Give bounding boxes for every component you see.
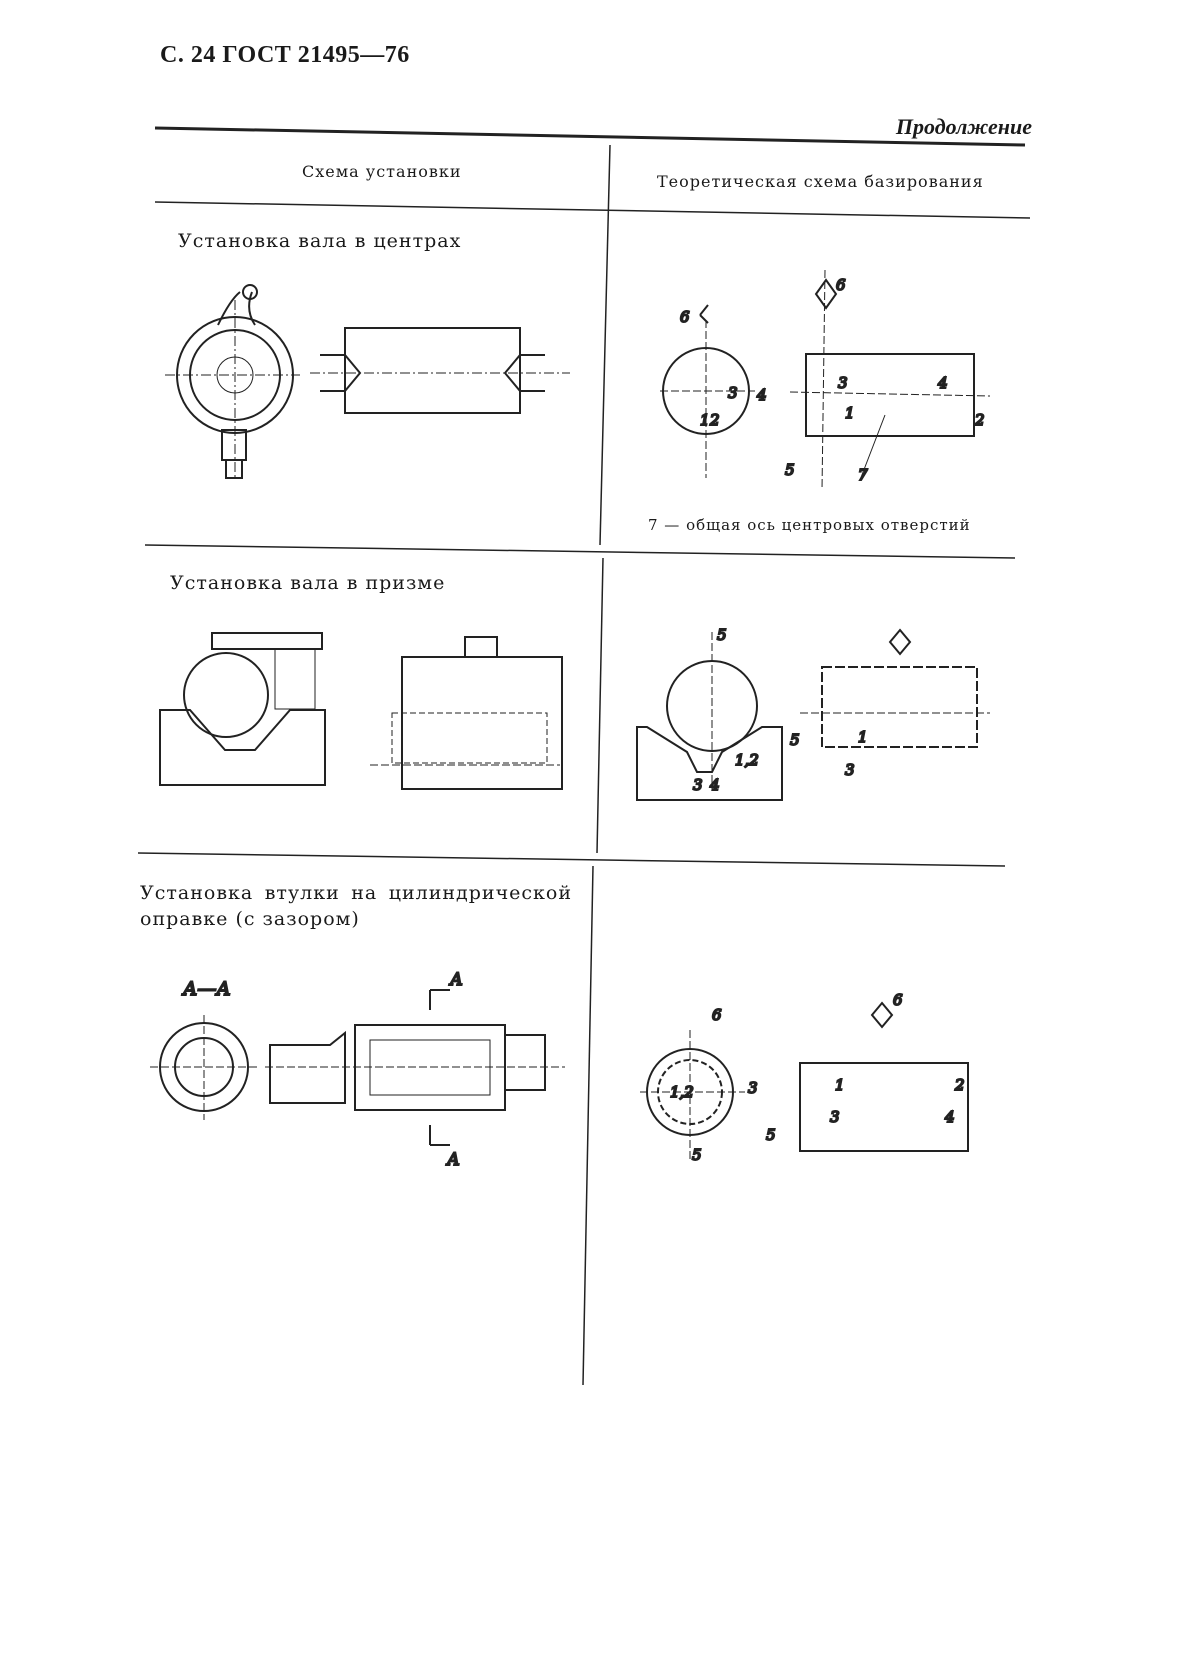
drawing-bushing-on-mandrel: А—А А А [150, 969, 565, 1171]
drawing-shaft-in-centers [165, 284, 570, 480]
label: 1 [700, 411, 710, 429]
label: 1 [858, 728, 868, 746]
label: 6 [893, 991, 903, 1009]
column-header-setup-scheme: Схема установки [302, 162, 462, 181]
table-rules [137, 126, 1031, 1386]
label: 6 [680, 308, 690, 326]
label: 5 [717, 626, 727, 644]
label: 4 [944, 1108, 955, 1126]
label: 6 [836, 276, 846, 294]
row-title-mandrel: Установка втулки на цилиндрической оправ… [140, 882, 572, 930]
row-title-centers: Установка вала в центрах [178, 230, 462, 252]
label: 1 [845, 404, 855, 422]
label: 3 [728, 384, 738, 402]
drawing-basing-prism: 5 1,2 3 4 5 1 3 [636, 625, 990, 801]
label: 4 [937, 374, 948, 392]
label: 3 [838, 374, 848, 392]
label: 5 [766, 1126, 776, 1144]
drawing-shaft-in-prism [159, 632, 563, 790]
continuation-label: Продолжение [895, 114, 1032, 139]
label: 5 [785, 461, 795, 479]
label: 4 [709, 776, 720, 794]
label: 7 [858, 466, 868, 484]
label: 1,2 [735, 751, 759, 769]
label: 5 [692, 1146, 702, 1164]
label: 2 [954, 1076, 965, 1094]
caption-axis-note: 7 — общая ось центровых отверстий [648, 516, 971, 534]
label: 3 [693, 776, 703, 794]
label: 6 [712, 1006, 722, 1024]
drawing-basing-centers: 6 3 4 1 2 6 3 1 4 2 5 7 [660, 269, 991, 491]
label: 3 [845, 761, 855, 779]
label: 1 [835, 1076, 845, 1094]
section-label: А—А [181, 978, 231, 1000]
section-label: А [449, 970, 463, 990]
page-header: С. 24 ГОСТ 21495—76 [160, 42, 410, 68]
label: 1,2 [670, 1083, 694, 1101]
row-title-prism: Установка вала в призме [170, 572, 446, 594]
label: 3 [748, 1079, 758, 1097]
label: 5 [790, 731, 800, 749]
drawing-basing-mandrel: 6 1,2 3 5 6 1 2 3 4 5 [640, 990, 969, 1165]
label: 4 [756, 386, 767, 404]
column-header-basing-scheme: Теоретическая схема базирования [657, 172, 984, 191]
label: 2 [709, 411, 720, 429]
section-label: А [446, 1150, 460, 1170]
label: 3 [830, 1108, 840, 1126]
label: 2 [974, 411, 985, 429]
